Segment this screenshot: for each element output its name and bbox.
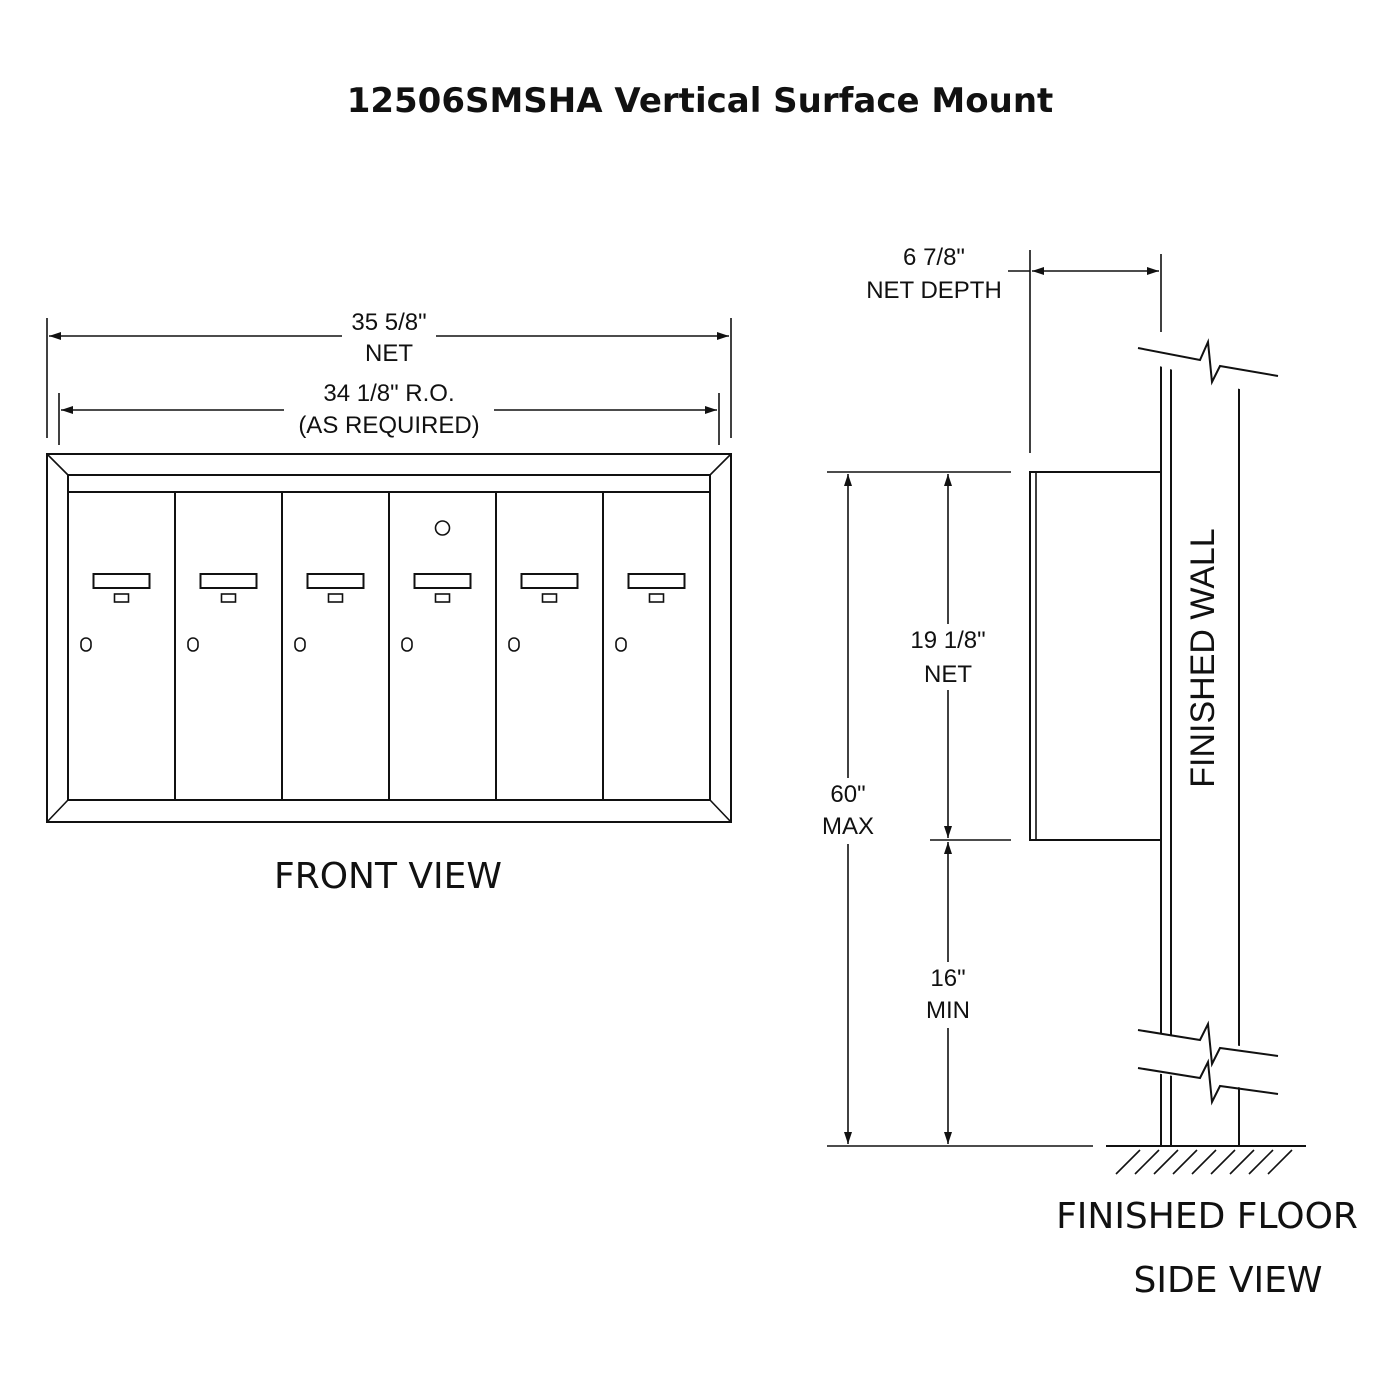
max-height-value: 60": [830, 781, 865, 808]
mailbox-unit: [46, 453, 732, 823]
net-depth-dimension: 6 7/8" NET DEPTH: [866, 244, 1162, 453]
drawing-title: 12506SMSHA Vertical Surface Mount: [347, 81, 1054, 121]
net-width-value: 35 5/8": [351, 309, 426, 336]
door-lock-icon: [294, 637, 306, 652]
hatch-line: [1267, 1149, 1293, 1175]
hatch-line: [1248, 1149, 1274, 1175]
finished-wall-label: FINISHED WALL: [1184, 528, 1222, 787]
finished-floor-label: FINISHED FLOOR: [1056, 1196, 1358, 1237]
door-nameplate: [306, 573, 365, 589]
max-height-label: MAX: [822, 813, 874, 840]
max-height-dimension: 60" MAX: [812, 474, 884, 1144]
net-depth-label: NET DEPTH: [866, 277, 1002, 304]
net-height-value: 19 1/8": [910, 627, 985, 654]
door-lock-icon: [80, 637, 92, 652]
finished-wall: FINISHED WALL: [1137, 338, 1279, 1146]
door-latch: [541, 593, 558, 603]
side-view: 6 7/8" NET DEPTH 60" MAX 19 1/8" NET 16"…: [812, 244, 1358, 1301]
hatch-line: [1172, 1149, 1198, 1175]
door-latch: [220, 593, 237, 603]
mailbox-doors: [80, 492, 686, 800]
net-height-label: NET: [924, 661, 972, 688]
door-lock-icon: [401, 637, 413, 652]
hatch-line: [1134, 1149, 1160, 1175]
front-view-label: FRONT VIEW: [274, 856, 502, 897]
door-lock-icon: [615, 637, 627, 652]
hatch-line: [1210, 1149, 1236, 1175]
door-lock-icon: [187, 637, 199, 652]
min-height-dimension: 16" MIN: [914, 842, 982, 1144]
door-latch: [648, 593, 665, 603]
hatch-line: [1229, 1149, 1255, 1175]
net-width-label: NET: [365, 340, 413, 367]
door-latch: [327, 593, 344, 603]
door-latch: [434, 593, 451, 603]
door-latch: [113, 593, 130, 603]
side-view-label: SIDE VIEW: [1134, 1260, 1323, 1301]
rough-opening-value: 34 1/8" R.O.: [323, 380, 454, 407]
net-depth-value: 6 7/8": [903, 244, 965, 271]
master-lock-icon: [434, 520, 451, 536]
door-lock-icon: [508, 637, 520, 652]
hatch-line: [1115, 1149, 1141, 1175]
door-nameplate: [199, 573, 258, 589]
hatch-line: [1153, 1149, 1179, 1175]
door-nameplate: [413, 573, 472, 589]
rough-opening-dimension: 34 1/8" R.O. (AS REQUIRED): [58, 378, 720, 445]
door-nameplate: [92, 573, 151, 589]
rough-opening-label: (AS REQUIRED): [298, 412, 479, 439]
floor-hatching: [1115, 1149, 1293, 1175]
front-view: 35 5/8" NET 34 1/8" R.O. (AS REQUIRED) F…: [46, 306, 732, 897]
net-height-dimension: 19 1/8" NET: [900, 474, 996, 838]
mailbox-side-profile: [1029, 471, 1162, 841]
finished-floor: FINISHED FLOOR: [1056, 1145, 1358, 1237]
min-height-label: MIN: [926, 997, 970, 1024]
door-nameplate: [520, 573, 579, 589]
door-nameplate: [627, 573, 686, 589]
min-height-value: 16": [930, 965, 965, 992]
net-width-dimension: 35 5/8" NET: [46, 306, 732, 438]
hatch-line: [1191, 1149, 1217, 1175]
